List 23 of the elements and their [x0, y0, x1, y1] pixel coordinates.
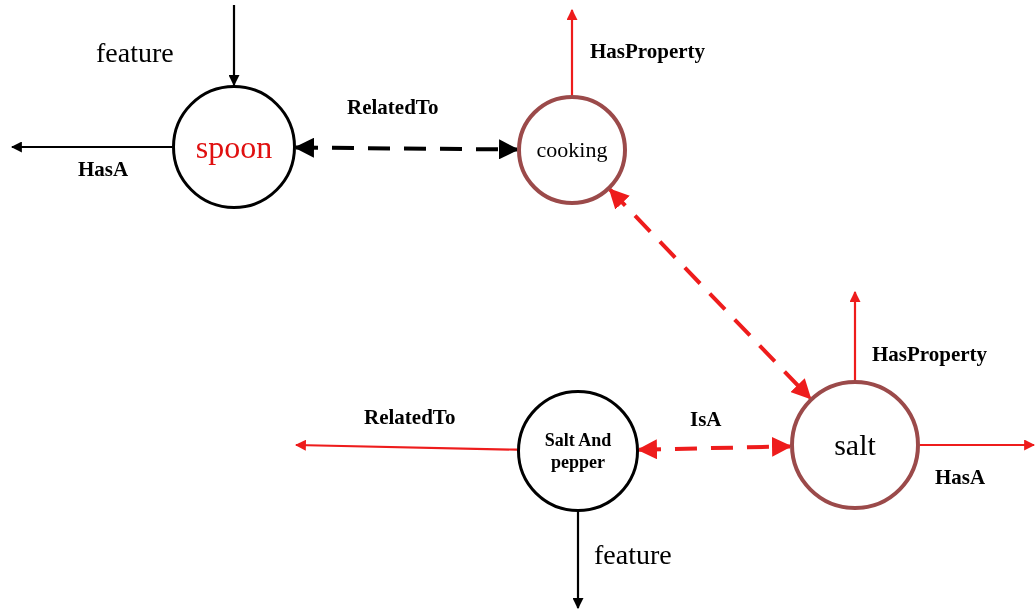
edge-label: HasProperty [872, 343, 988, 367]
edge-label: feature [594, 540, 672, 571]
edge-label: HasA [935, 466, 986, 490]
concept-label: Salt And pepper [543, 428, 613, 474]
arrow [920, 439, 1036, 451]
arrow [637, 436, 792, 460]
edge-label: RelatedTo [347, 96, 439, 120]
concept-label: spoon [195, 128, 273, 167]
edge-label: HasA [78, 158, 129, 182]
concept-label: salt [834, 427, 876, 464]
concept-label: cooking [536, 136, 608, 164]
edge-label: feature [96, 38, 174, 69]
arrow [566, 8, 578, 95]
arrow [608, 188, 812, 400]
arrow [849, 290, 861, 380]
arrow [572, 512, 584, 610]
edge-label: RelatedTo [364, 406, 456, 430]
arrow [228, 5, 240, 87]
edge-label: IsA [690, 408, 722, 432]
arrow [294, 439, 518, 451]
arrow [294, 137, 519, 160]
arrow [10, 141, 172, 153]
edge-label: HasProperty [590, 40, 706, 64]
